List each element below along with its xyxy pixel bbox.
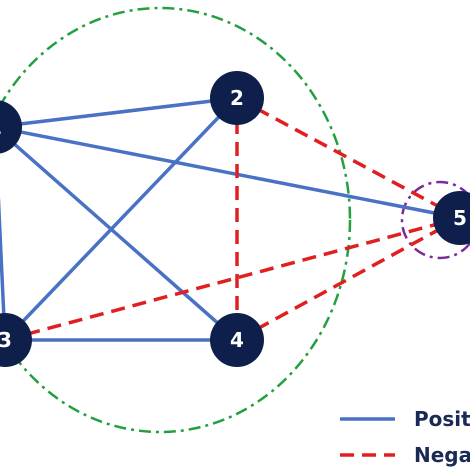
node-2: 2 bbox=[210, 71, 264, 125]
community-outline-small bbox=[400, 180, 470, 260]
node-circle-5 bbox=[433, 191, 470, 245]
node-circle-2 bbox=[210, 71, 264, 125]
legend-negative-label: Nega bbox=[414, 443, 470, 467]
node-label-3: 3 bbox=[0, 328, 12, 352]
edge-1-4-positive bbox=[0, 129, 239, 342]
node-3: 3 bbox=[0, 313, 32, 367]
node-1: 1 bbox=[0, 100, 22, 154]
legend-positive-label: Posit bbox=[414, 407, 470, 431]
node-circle-3 bbox=[0, 313, 32, 367]
node-circle-1 bbox=[0, 100, 22, 154]
node-5: 5 bbox=[433, 191, 470, 245]
edge-1-3-positive bbox=[0, 196, 7, 341]
legend: Posit Nega bbox=[340, 407, 470, 467]
node-4: 4 bbox=[210, 313, 264, 367]
node-label-1: 1 bbox=[0, 115, 2, 139]
edges-layer bbox=[0, 96, 461, 342]
node-circle-4 bbox=[210, 313, 264, 367]
edge-2-5-negative bbox=[236, 96, 461, 220]
edge-2-3-positive bbox=[3, 96, 239, 342]
node-label-2: 2 bbox=[230, 86, 244, 110]
node-label-4: 4 bbox=[230, 328, 244, 352]
node-label-5: 5 bbox=[453, 206, 467, 230]
edge-1-2-positive bbox=[0, 96, 238, 129]
edge-3-5-negative bbox=[4, 216, 461, 342]
community-outline-large bbox=[0, 6, 352, 434]
nodes-layer: 1 2 3 4 5 bbox=[0, 71, 470, 367]
edge-4-5-negative bbox=[236, 216, 461, 342]
edge-1-5-positive bbox=[0, 126, 461, 220]
